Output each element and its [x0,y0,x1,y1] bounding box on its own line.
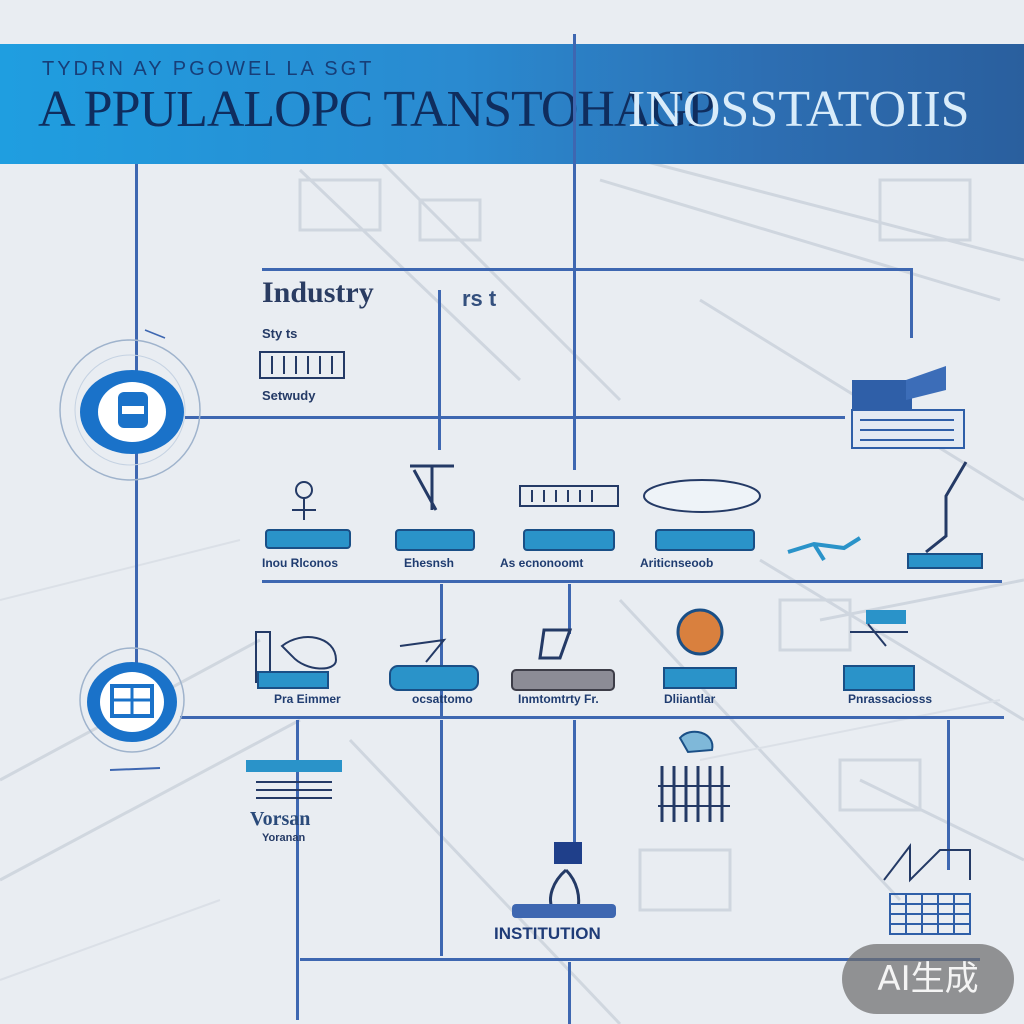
row2-label-4: Dliiantlar [664,692,716,706]
row2-label-1: Pra Eimmer [274,692,341,706]
wire-vertical-center-lower [568,584,571,634]
banner-title: A PPULALOPC TANSTOHAGP INOSSTATOIIS [38,80,970,139]
wire-horizontal-top [262,268,912,271]
wire-vertical-lower-b [296,720,299,1020]
server-stack-icon [246,760,342,799]
data-chart-icon [658,730,730,822]
vehicle-node-icon [265,481,351,549]
truck-icon [511,628,615,691]
hand-robot-icon [787,536,862,562]
row1-label-4: Ariticnseoob [640,556,714,570]
wire-horizontal-bottom [300,958,980,961]
institution-node-icon [512,842,616,918]
upper-line-1: Sty ts [262,326,298,341]
factory-icon [851,366,965,449]
car-icon [389,638,479,691]
row2-label-3: Inmtomtrty Fr. [518,692,599,706]
upper-heading: Industry [262,276,374,309]
wire-vertical-bottom [568,962,571,1024]
hub-building-icon [79,647,185,771]
wire-horizontal-upper [185,416,845,419]
wire-horizontal-row2 [180,716,1004,719]
row2-label-5: Pnrassaciosss [848,692,933,706]
institution-label: INSTITUTION [494,924,601,943]
wire-vertical-center [573,34,576,470]
wire-vertical-row2-a [440,584,443,716]
lightbulb-icon [663,608,737,689]
banner-title-left: A PPULALOPC TANSTOHAGP [38,81,716,138]
lower-left-label-2: Yoranan [262,832,306,844]
wire-vertical-lower-d [947,720,950,870]
upper-heading-side: rs t [462,286,497,311]
lower-left-label-1: Vorsan [250,808,311,830]
wire-vertical-lower-a [440,720,443,956]
workstation-icon [843,610,915,691]
solar-panel-icon [883,843,971,935]
row1-label-1: Inou Rlconos [262,556,338,570]
disc-icon [643,479,761,551]
banner-subtitle: TYDRN AY PGOWEL LA SGT [42,58,375,80]
crane-icon [395,464,475,551]
hub-security-icon [59,329,201,481]
banner-title-right: INOSSTATOIIS [628,81,970,138]
robot-arm-icon [907,461,983,569]
module-icon [519,485,619,551]
row2-label-2: ocsattomo [412,692,473,706]
row1-label-3: As ecnonoomt [500,556,584,570]
upper-line-2: Setwudy [262,388,316,403]
wire-vertical-lower-c [573,720,576,850]
header-banner [0,44,1024,164]
ai-generated-badge: AI生成 [842,944,1014,1014]
mouse-device-icon [255,631,338,689]
upper-bars-icon [259,351,345,379]
row1-label-2: Ehesnsh [404,556,455,570]
wire-vertical-industry [438,290,441,450]
wire-top-right-drop [910,268,913,338]
wire-horizontal-row1 [262,580,1002,583]
